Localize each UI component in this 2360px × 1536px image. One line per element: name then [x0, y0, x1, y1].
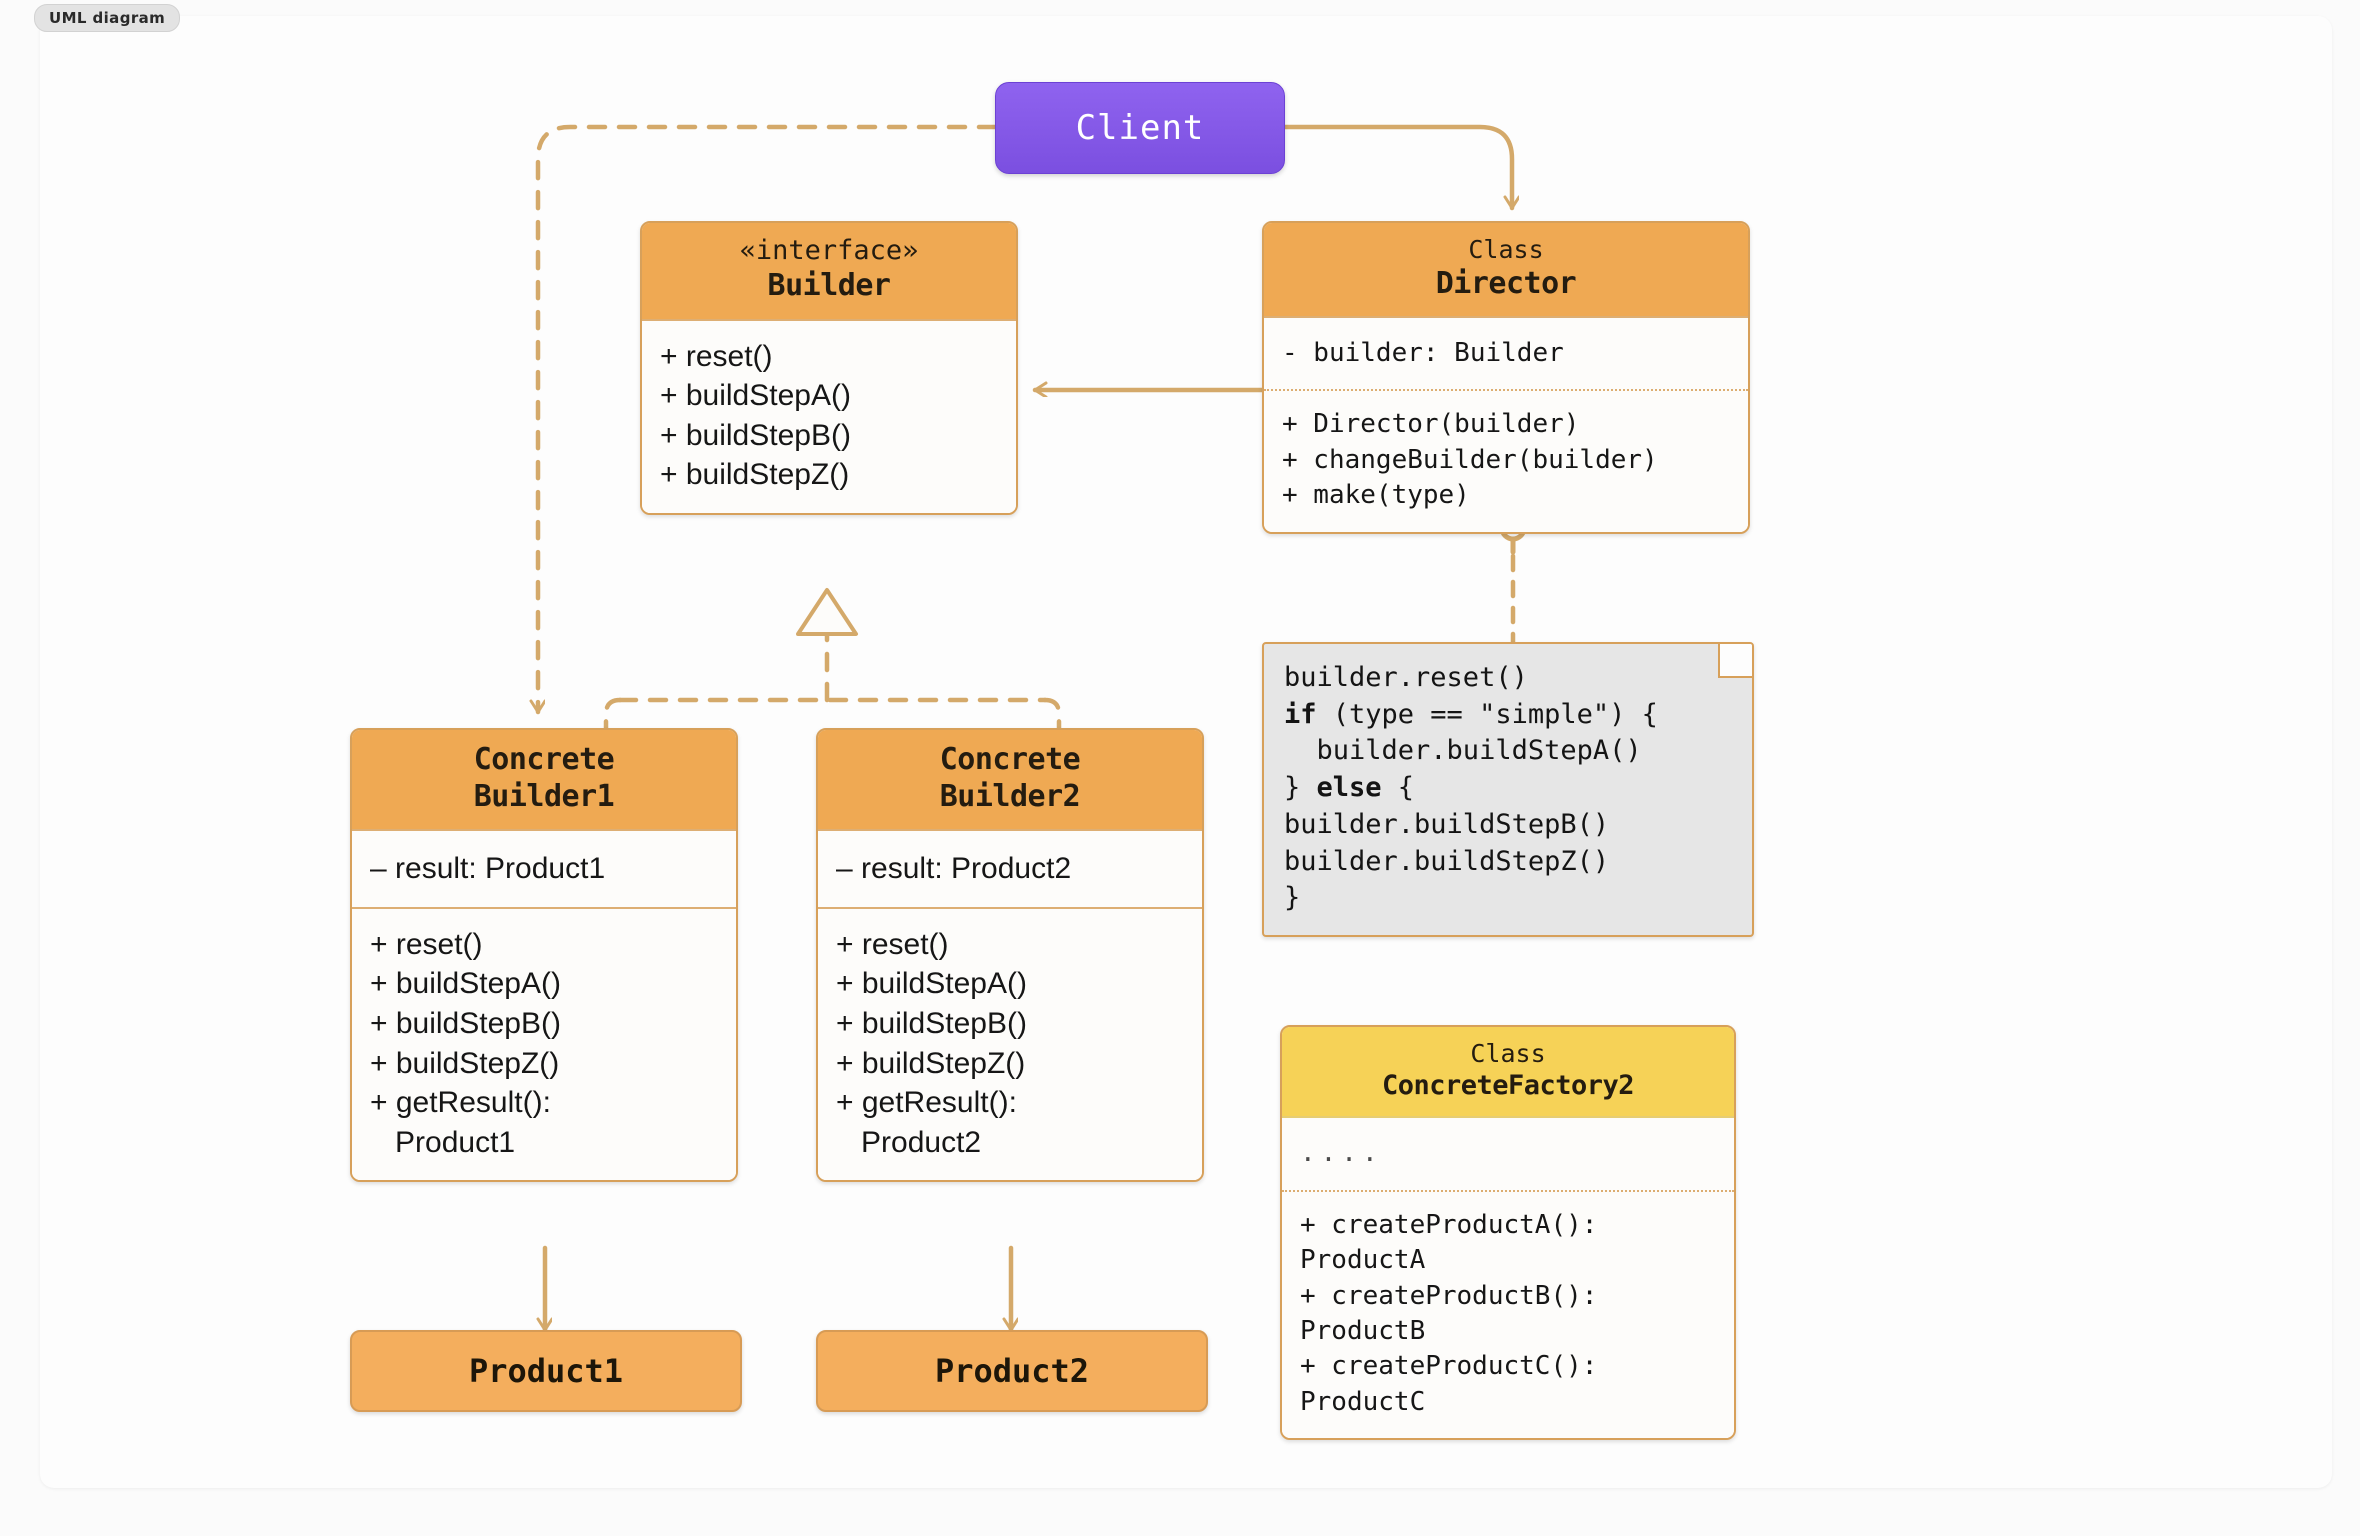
member-row: + reset(): [660, 339, 773, 373]
concrete-builder2-separator-1: [818, 829, 1202, 832]
code-line: {: [1381, 772, 1415, 804]
director-separator-2: [1264, 389, 1748, 392]
tab-uml-diagram[interactable]: UML diagram: [34, 4, 181, 32]
node-code-note: builder.reset() if (type == "simple") { …: [1262, 642, 1754, 938]
node-concrete-builder1[interactable]: Concrete Builder1 – result: Product1 + r…: [350, 728, 738, 1183]
member-row: + reset(): [370, 927, 483, 961]
code-line: builder.buildStepA(): [1284, 735, 1642, 767]
concrete-builder2-attributes: – result: Product2: [818, 831, 1202, 907]
concrete-factory2-kind: Class: [1470, 1039, 1546, 1068]
concrete-builder2-title-line1: Concrete: [939, 742, 1081, 777]
node-concrete-builder2[interactable]: Concrete Builder2 – result: Product2 + r…: [816, 728, 1204, 1183]
concrete-builder1-separator-2: [352, 906, 736, 909]
node-product1[interactable]: Product1: [350, 1330, 742, 1412]
concrete-builder1-header: Concrete Builder1: [352, 730, 736, 830]
product1-label: Product1: [468, 1352, 624, 1390]
builder-header: «interface» Builder: [642, 223, 1016, 319]
node-concrete-factory2[interactable]: Class ConcreteFactory2 .... + createProd…: [1280, 1025, 1736, 1440]
member-row: – result: Product2: [836, 852, 1072, 886]
director-attributes: - builder: Builder: [1264, 318, 1748, 390]
director-kind: Class: [1468, 235, 1544, 264]
concrete-builder1-attributes: – result: Product1: [352, 831, 736, 907]
tab-label: UML diagram: [49, 9, 166, 27]
director-header: Class Director: [1264, 223, 1748, 317]
code-keyword-else: else: [1316, 772, 1382, 804]
concrete-factory2-methods: + createProductA(): ProductA + createPro…: [1282, 1191, 1734, 1438]
code-line: builder.buildStepZ(): [1284, 845, 1610, 877]
member-row: – result: Product1: [370, 852, 606, 886]
member-row: + buildStepA(): [370, 967, 561, 1001]
member-row: + buildStepZ(): [370, 1046, 560, 1080]
code-keyword-if: if: [1284, 698, 1317, 730]
member-row: + buildStepB(): [660, 418, 851, 452]
member-row: + createProductC(): ProductC: [1300, 1351, 1614, 1417]
concrete-factory2-attributes: ....: [1282, 1118, 1734, 1190]
node-builder[interactable]: «interface» Builder + reset() + buildSte…: [640, 221, 1018, 515]
builder-stereotype: «interface»: [739, 235, 919, 266]
concrete-builder2-separator-2: [818, 906, 1202, 909]
node-client[interactable]: Client: [995, 82, 1285, 174]
member-row: + buildStepA(): [836, 967, 1027, 1001]
concrete-factory2-separator-2: [1282, 1189, 1734, 1192]
concrete-builder2-header: Concrete Builder2: [818, 730, 1202, 830]
member-row: ....: [1300, 1138, 1383, 1169]
code-line: builder.buildStepB(): [1284, 808, 1610, 840]
concrete-builder1-separator-1: [352, 829, 736, 832]
builder-title: Builder: [767, 267, 891, 303]
concrete-factory2-separator-1: [1282, 1116, 1734, 1119]
member-row: - builder: Builder: [1282, 338, 1564, 369]
node-product2[interactable]: Product2: [816, 1330, 1208, 1412]
code-line: }: [1284, 772, 1317, 804]
concrete-builder2-methods: + reset() + buildStepA() + buildStepB() …: [818, 908, 1202, 1181]
code-line: (type == "simple") {: [1316, 698, 1658, 730]
product2-label: Product2: [934, 1352, 1090, 1390]
director-methods: + Director(builder) + changeBuilder(buil…: [1264, 391, 1748, 532]
note-fold-corner: [1718, 644, 1752, 678]
member-row: + reset(): [836, 927, 949, 961]
concrete-builder1-title-line2: Builder1: [473, 778, 615, 814]
code-line: builder.reset(): [1284, 662, 1528, 693]
node-director[interactable]: Class Director - builder: Builder + Dire…: [1262, 221, 1750, 534]
code-line: }: [1284, 882, 1301, 914]
concrete-builder2-title-line2: Builder2: [939, 778, 1081, 814]
member-row: + make(type): [1282, 480, 1470, 511]
director-separator-1: [1264, 316, 1748, 319]
concrete-builder1-methods: + reset() + buildStepA() + buildStepB() …: [352, 908, 736, 1181]
director-title: Director: [1435, 265, 1577, 301]
client-label: Client: [1075, 108, 1205, 148]
builder-separator: [642, 318, 1016, 321]
member-row: + getResult(): Product2: [836, 1086, 1017, 1159]
concrete-factory2-header: Class ConcreteFactory2: [1282, 1027, 1734, 1117]
member-row: + buildStepB(): [370, 1006, 561, 1040]
member-row: + buildStepB(): [836, 1006, 1027, 1040]
member-row: + Director(builder): [1282, 409, 1580, 440]
member-row: + createProductB(): ProductB: [1300, 1280, 1614, 1346]
concrete-builder1-title-line1: Concrete: [473, 742, 615, 777]
member-row: + buildStepZ(): [836, 1046, 1026, 1080]
note-code-text: builder.reset() if (type == "simple") { …: [1264, 644, 1752, 935]
member-row: + changeBuilder(builder): [1282, 444, 1658, 475]
builder-methods: + reset() + buildStepA() + buildStepB() …: [642, 320, 1016, 513]
member-row: + createProductA(): ProductA: [1300, 1209, 1614, 1276]
concrete-factory2-title: ConcreteFactory2: [1381, 1069, 1635, 1101]
member-row: + getResult(): Product1: [370, 1086, 551, 1159]
member-row: + buildStepA(): [660, 379, 851, 413]
member-row: + buildStepZ(): [660, 458, 850, 492]
